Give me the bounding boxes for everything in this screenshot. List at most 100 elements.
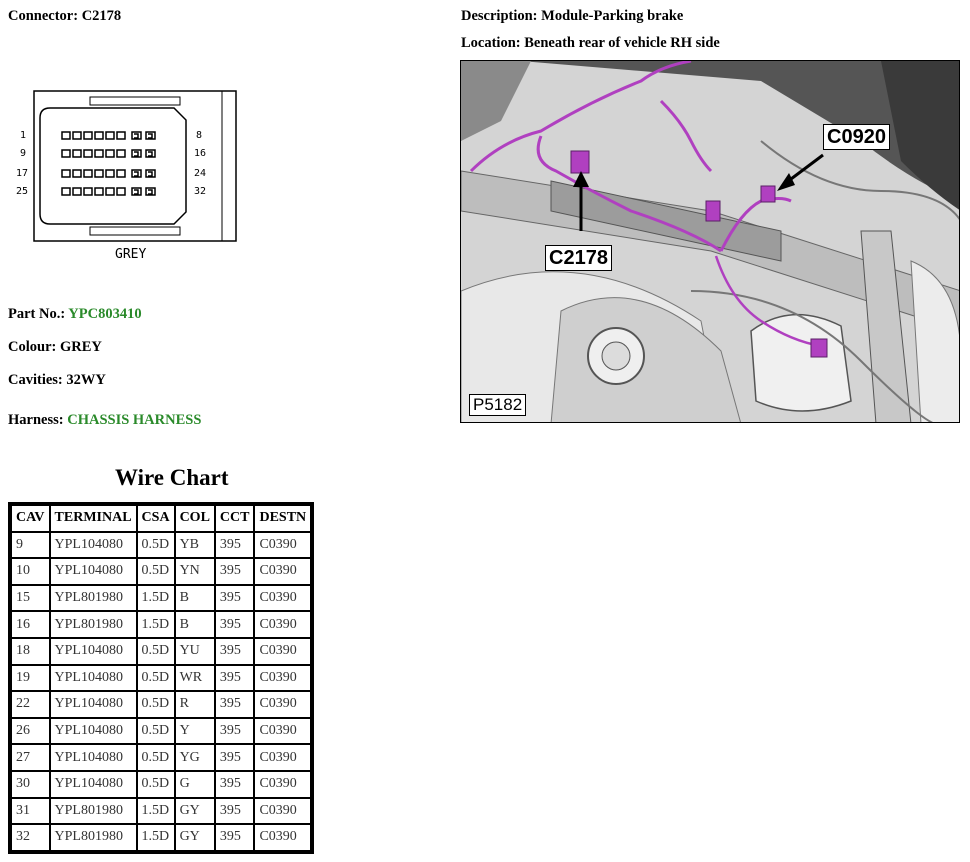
cell-cct: 395 [215,771,254,797]
header-csa: CSA [137,506,174,531]
large-cavity [131,169,142,178]
cell-col: G [175,771,214,797]
cavity [83,187,93,196]
cell-col: YB [175,532,214,558]
cavity [105,187,115,196]
callout-c0920: C0920 [823,124,890,150]
callout-c2178: C2178 [545,245,612,271]
cell-cct: 395 [215,612,254,637]
cell-csa: 0.5D [137,638,174,664]
cell-destn: C0390 [255,692,311,717]
cell-destn: C0390 [255,559,311,584]
header-terminal: TERMINAL [50,506,136,531]
header-cct: CCT [215,506,254,531]
wire-chart-title: Wire Chart [115,465,229,490]
cavity [83,149,93,158]
cell-cct: 395 [215,825,254,850]
cavity [116,131,126,140]
cell-terminal: YPL801980 [50,825,136,850]
cell-col: Y [175,718,214,744]
location-illustration: C0920 C2178 P5182 [460,60,960,423]
cavity [72,187,82,196]
pin-label: 17 [16,168,29,179]
pin-label: 32 [194,186,207,197]
cell-col: YU [175,638,214,664]
pin-label: 1 [20,130,27,141]
cell-csa: 1.5D [137,798,174,824]
cell-cav: 27 [12,745,49,770]
cell-terminal: YPL104080 [50,559,136,584]
cell-col: WR [175,665,214,691]
cell-cct: 395 [215,798,254,824]
cavity [61,169,71,178]
cavity [72,169,82,178]
large-cavity [145,131,156,140]
large-cavity [145,149,156,158]
cavity [83,169,93,178]
cell-terminal: YPL801980 [50,612,136,637]
table-header-row: CAV TERMINAL CSA COL CCT DESTN [12,506,311,531]
cell-csa: 0.5D [137,718,174,744]
cavity [94,187,104,196]
cell-terminal: YPL104080 [50,638,136,664]
part-number-line: Part No.: YPC803410 [8,306,142,322]
cavity [83,131,93,140]
cell-col: R [175,692,214,717]
cell-cav: 31 [12,798,49,824]
cell-destn: C0390 [255,825,311,850]
cavity [72,149,82,158]
cell-cct: 395 [215,638,254,664]
pin-label: 9 [20,148,27,159]
cavities-line: Cavities: 32WY [8,372,106,388]
cavity [105,149,115,158]
cell-col: B [175,585,214,611]
cell-col: GY [175,825,214,850]
pin-label: 8 [196,130,203,141]
cell-terminal: YPL801980 [50,585,136,611]
cell-cct: 395 [215,692,254,717]
cavity [116,187,126,196]
cell-cct: 395 [215,665,254,691]
large-cavity [145,169,156,178]
cell-terminal: YPL801980 [50,798,136,824]
header-cav: CAV [12,506,49,531]
cell-terminal: YPL104080 [50,718,136,744]
cell-csa: 0.5D [137,665,174,691]
cavity [116,169,126,178]
pin-label: 16 [194,148,207,159]
cavity [94,169,104,178]
cell-cav: 18 [12,638,49,664]
vehicle-underside-drawing [461,61,959,422]
large-cavity [145,187,156,196]
cell-cav: 16 [12,612,49,637]
part-number-link[interactable]: YPC803410 [68,306,142,322]
description-line: Description: Module-Parking brake [461,8,684,24]
cell-cct: 395 [215,559,254,584]
cell-terminal: YPL104080 [50,665,136,691]
pin-label: 25 [16,186,29,197]
colour-line: Colour: GREY [8,339,102,355]
connector-face-diagram: 1 9 17 25 8 16 24 32 [14,86,246,271]
cell-csa: 0.5D [137,532,174,558]
cell-cav: 10 [12,559,49,584]
cell-destn: C0390 [255,718,311,744]
large-cavity [131,187,142,196]
large-cavity [131,131,142,140]
cell-cav: 30 [12,771,49,797]
cavity [61,131,71,140]
cavity [105,131,115,140]
figure-reference: P5182 [469,394,527,416]
harness-link[interactable]: CHASSIS HARNESS [67,412,202,428]
connector-heading: Connector: C2178 [8,8,122,24]
cell-destn: C0390 [255,771,311,797]
